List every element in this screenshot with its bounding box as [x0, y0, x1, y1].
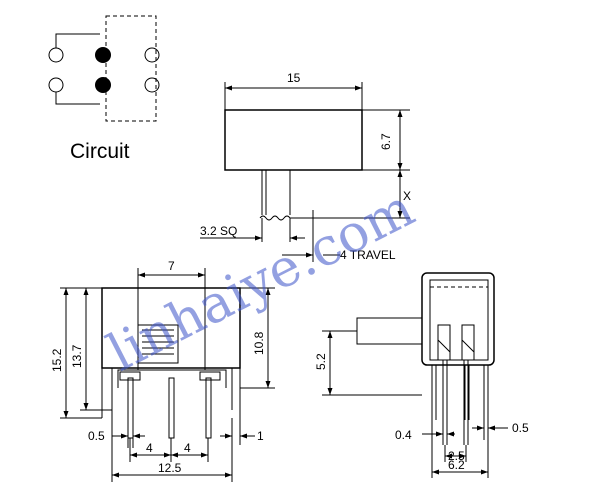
- circuit-contact-line: [55, 92, 100, 105]
- dim-front-total-width: 12.5: [158, 461, 182, 475]
- dim-front-pin-thickness: 0.5: [88, 429, 105, 443]
- dim-front-pitch-right: 4: [184, 441, 191, 455]
- circuit-terminal: [144, 77, 160, 93]
- dim-front-pitch-left: 4: [146, 441, 153, 455]
- circuit-terminal: [48, 77, 64, 93]
- dim-square: 3.2 SQ: [200, 224, 237, 238]
- circuit-contact-line: [55, 33, 100, 48]
- dim-front-total-height: 15.2: [50, 348, 64, 372]
- front-pin-middle: [168, 377, 175, 439]
- circuit-diagram: Circuit: [48, 15, 160, 163]
- front-body: [101, 287, 241, 369]
- front-slider-knob: [137, 324, 179, 364]
- dim-front-seven: 7: [168, 259, 175, 273]
- circuit-label: Circuit: [70, 140, 130, 163]
- front-base: [117, 369, 227, 388]
- dim-x: X: [403, 189, 411, 203]
- dim-top-width: 15: [287, 71, 301, 85]
- dim-front-one: 1: [257, 429, 264, 443]
- dim-front-body-height: 13.7: [70, 344, 84, 368]
- top-body: [224, 109, 363, 171]
- dim-side-height: 5.2: [314, 353, 328, 370]
- circuit-terminal: [144, 47, 160, 63]
- circuit-common-terminal: [95, 47, 111, 63]
- dim-front-right-height: 10.8: [252, 331, 266, 355]
- side-inner-frame: [429, 279, 489, 361]
- front-view: 7 15.2 13.7 10.8 0.5: [50, 259, 275, 482]
- side-view: 5.2 0.4 0.5 2.5 6.2: [314, 272, 529, 478]
- circuit-dashed-box: [105, 15, 157, 122]
- dim-side-pin-right: 0.5: [512, 421, 529, 435]
- side-actuator: [356, 317, 423, 345]
- dim-side-pin-left: 0.4: [395, 428, 412, 442]
- circuit-common-terminal: [95, 77, 111, 93]
- dim-side-pitch: 2.5: [448, 449, 465, 463]
- front-pin-right: [205, 377, 212, 439]
- top-view: 15 6.7 X 3.2 SQ 4 TRAVEL: [200, 71, 411, 262]
- circuit-terminal: [48, 47, 64, 63]
- dim-travel: 4 TRAVEL: [340, 248, 396, 262]
- front-pin-left: [127, 377, 134, 439]
- dim-side-width: 6.2: [448, 458, 465, 472]
- dim-top-height: 6.7: [379, 133, 393, 150]
